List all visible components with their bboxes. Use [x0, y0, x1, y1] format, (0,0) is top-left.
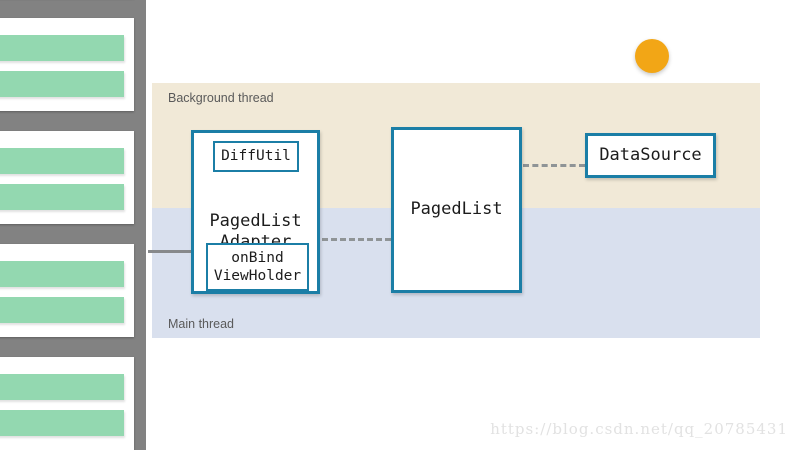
list-item-row — [0, 148, 124, 174]
node-onbindviewholder-label: onBind ViewHolder — [213, 249, 302, 284]
connector-list-to-adapter — [148, 250, 196, 253]
list-item-row — [0, 297, 124, 323]
list-item[interactable] — [0, 244, 134, 337]
list-item-row — [0, 71, 124, 97]
list-preview-sidebar — [0, 0, 146, 450]
watermark-text: https://blog.csdn.net/qq_20785431 — [490, 420, 788, 438]
node-pagedlist[interactable]: PagedList — [391, 127, 522, 293]
list-item-row — [0, 184, 124, 210]
node-diffutil-label: DiffUtil — [221, 148, 291, 165]
connector-adapter-to-pagedlist — [322, 238, 391, 241]
list-item[interactable] — [0, 357, 134, 450]
list-item-row — [0, 410, 124, 436]
main-thread-label: Main thread — [168, 317, 235, 331]
background-thread-label: Background thread — [168, 91, 274, 105]
cursor-dot-icon — [635, 39, 669, 73]
node-diffutil[interactable]: DiffUtil — [213, 141, 299, 172]
list-item-row — [0, 35, 124, 61]
node-datasource[interactable]: DataSource — [585, 133, 716, 178]
list-item[interactable] — [0, 131, 134, 224]
node-datasource-label: DataSource — [599, 144, 702, 165]
list-item-row — [0, 261, 124, 287]
list-item[interactable] — [0, 18, 134, 111]
node-pagedlist-label: PagedList — [410, 199, 503, 220]
connector-pagedlist-to-datasource — [523, 164, 585, 167]
list-item-row — [0, 374, 124, 400]
node-onbindviewholder[interactable]: onBind ViewHolder — [206, 243, 309, 291]
